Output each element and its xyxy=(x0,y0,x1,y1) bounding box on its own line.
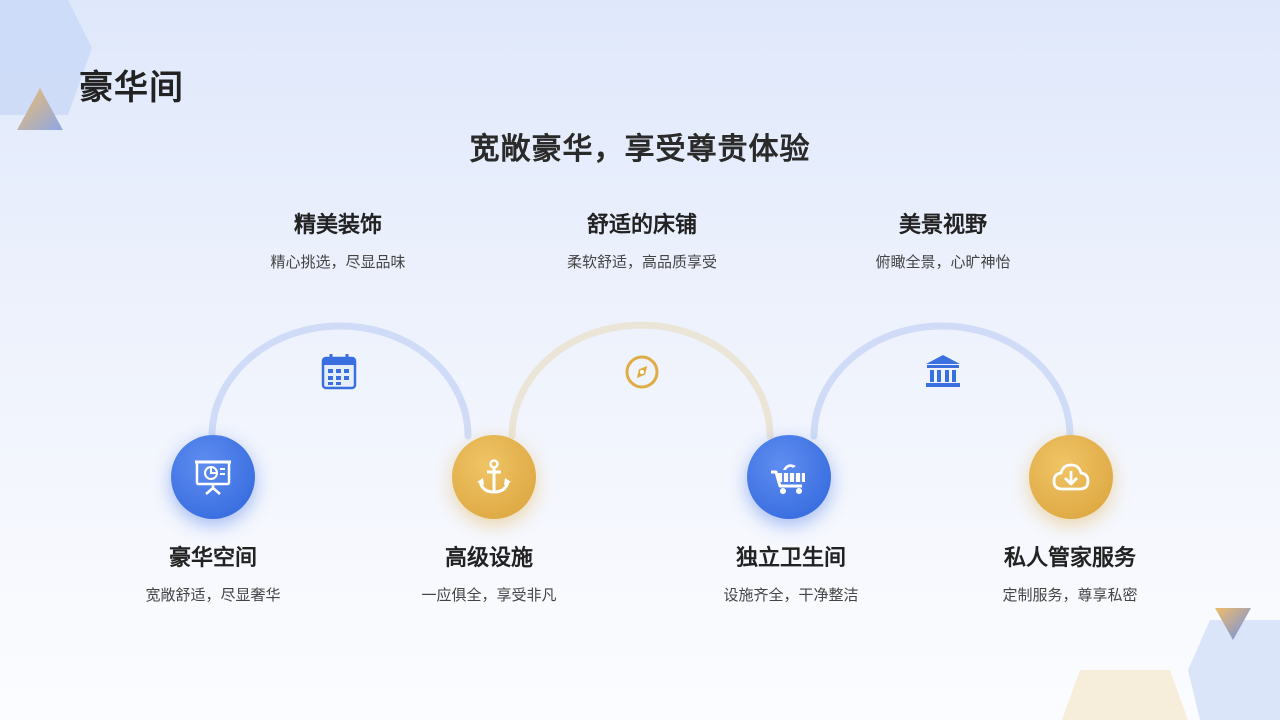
feature-title: 美景视野 xyxy=(898,213,987,238)
bank-icon xyxy=(926,355,960,387)
feature-title: 独立卫生间 xyxy=(735,546,846,571)
calendar-icon xyxy=(321,354,357,390)
top-feature-bed: 舒适的床铺 柔软舒适，高品质享受 xyxy=(512,212,772,272)
bottom-feature-advanced-facilities: 高级设施 一应俱全，享受非凡 xyxy=(359,545,619,605)
circle-luxury-space xyxy=(171,435,255,519)
arc-beige-middle xyxy=(508,321,774,440)
feature-title: 高级设施 xyxy=(444,546,533,571)
compass-icon xyxy=(625,355,659,389)
bottom-feature-luxury-space: 豪华空间 宽敞舒适，尽显奢华 xyxy=(83,545,343,605)
anchor-icon xyxy=(477,459,511,494)
feature-title: 豪华空间 xyxy=(168,546,257,571)
arc-blue-right xyxy=(810,322,1074,440)
bottom-feature-private-bathroom: 独立卫生间 设施齐全，干净整洁 xyxy=(661,545,921,605)
bottom-right-decoration xyxy=(1062,608,1280,720)
top-feature-decoration: 精美装饰 精心挑选，尽显品味 xyxy=(208,212,468,272)
subtitle: 宽敞豪华，享受尊贵体验 xyxy=(469,132,811,167)
feature-desc: 定制服务，尊享私密 xyxy=(1002,586,1138,604)
feature-title: 舒适的床铺 xyxy=(586,213,697,238)
feature-desc: 俯瞰全景，心旷神怡 xyxy=(875,253,1011,271)
circle-butler-service xyxy=(1029,435,1113,519)
feature-desc: 精心挑选，尽显品味 xyxy=(270,253,406,271)
feature-desc: 一应俱全，享受非凡 xyxy=(421,586,557,604)
cart-icon xyxy=(771,464,805,494)
corner-hexagon-decoration xyxy=(0,0,92,130)
feature-desc: 柔软舒适，高品质享受 xyxy=(566,253,717,271)
top-feature-view: 美景视野 俯瞰全景，心旷神怡 xyxy=(813,212,1073,272)
circle-advanced-facilities xyxy=(452,435,536,519)
feature-desc: 设施齐全，干净整洁 xyxy=(723,586,859,604)
page-title: 豪华间 xyxy=(79,68,184,108)
feature-title: 精美装饰 xyxy=(293,213,382,238)
feature-title: 私人管家服务 xyxy=(1003,546,1136,571)
arc-blue-left xyxy=(208,322,472,440)
circle-private-bathroom xyxy=(747,435,831,519)
feature-desc: 宽敞舒适，尽显奢华 xyxy=(145,586,281,604)
bottom-feature-butler-service: 私人管家服务 定制服务，尊享私密 xyxy=(940,545,1200,605)
cloud-download-icon xyxy=(1052,463,1090,491)
presentation-icon xyxy=(195,460,231,495)
